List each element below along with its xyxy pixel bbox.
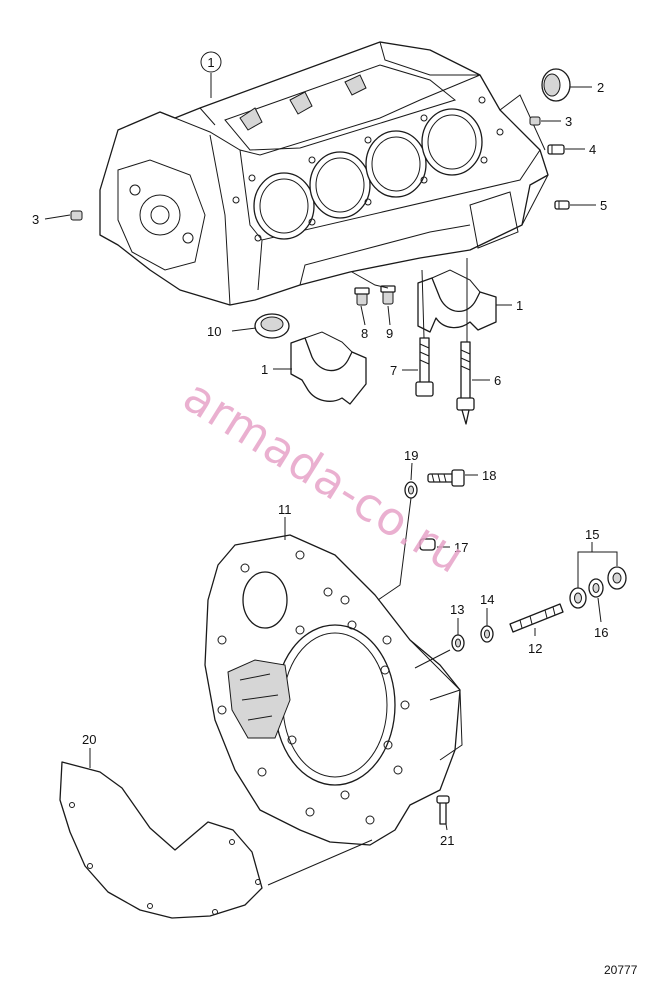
figure-number: 20777 — [604, 963, 638, 977]
core-plug-2 — [541, 68, 571, 102]
plug-4 — [547, 144, 565, 155]
callout-4: 4 — [589, 142, 596, 157]
fitting-8 — [354, 287, 370, 306]
callout-12: 12 — [528, 641, 542, 656]
plug-5 — [554, 200, 570, 210]
washer-13 — [451, 634, 465, 652]
callout-10: 10 — [207, 324, 221, 339]
main-bearing-cap-right — [417, 269, 497, 333]
callout-14: 14 — [480, 592, 494, 607]
leader-lines — [44, 73, 618, 886]
callout-18: 18 — [482, 468, 496, 483]
callout-11: 11 — [278, 502, 292, 517]
cover-plate-20 — [59, 761, 263, 919]
callout-16: 16 — [594, 625, 608, 640]
bolt-7 — [415, 337, 434, 397]
bolt-18 — [427, 469, 465, 487]
seal-ring-10 — [254, 313, 290, 339]
callout-19: 19 — [404, 448, 418, 463]
stud-6 — [456, 341, 475, 425]
callout-6: 6 — [494, 373, 501, 388]
nut-washer-15-16 — [569, 566, 627, 609]
callout-5: 5 — [600, 198, 607, 213]
callout-13: 13 — [450, 602, 464, 617]
main-bearing-cap-left — [290, 331, 367, 405]
plug-3-left — [70, 210, 83, 221]
svg-text:1: 1 — [207, 55, 214, 70]
callout-8: 8 — [361, 326, 368, 341]
fitting-9 — [380, 285, 396, 305]
flywheel-housing — [204, 534, 463, 846]
callout-3-right: 3 — [565, 114, 572, 129]
callout-2: 2 — [597, 80, 604, 95]
callout-15: 15 — [585, 527, 599, 542]
engine-block — [99, 41, 549, 306]
bolt-21 — [436, 795, 450, 825]
callout-9: 9 — [386, 326, 393, 341]
callout-17: 17 — [454, 540, 468, 555]
callout-20: 20 — [82, 732, 96, 747]
callout-21: 21 — [440, 833, 454, 848]
stud-12 — [509, 603, 564, 633]
callout-3-left: 3 — [32, 212, 39, 227]
plug-3-right — [529, 116, 541, 126]
callout-1-block: 1 — [200, 51, 222, 73]
dowel-17 — [419, 538, 436, 551]
washer-14 — [480, 625, 494, 643]
callout-7: 7 — [390, 363, 397, 378]
callout-1-cap-left: 1 — [261, 362, 268, 377]
callout-1-cap-right: 1 — [516, 298, 523, 313]
